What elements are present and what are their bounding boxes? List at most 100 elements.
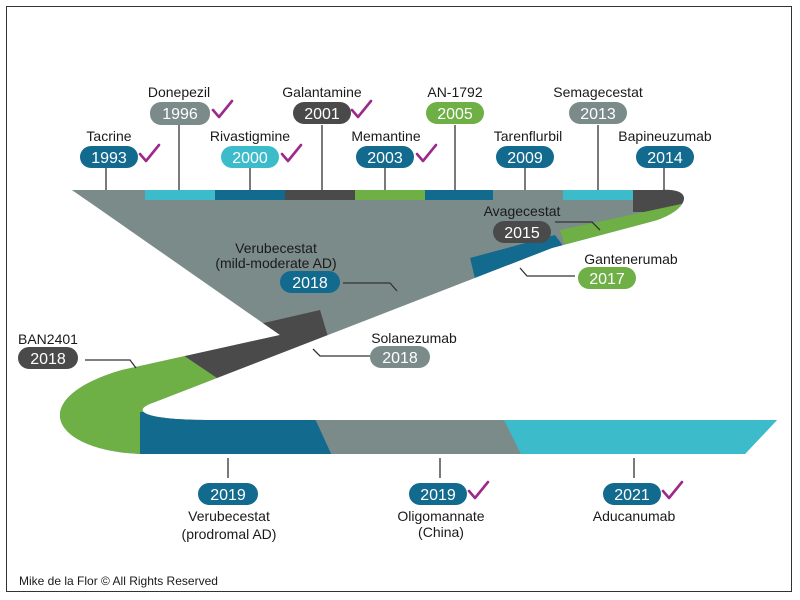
check-icon	[415, 143, 438, 163]
drug-name: Memantine	[351, 128, 420, 144]
leader-line	[519, 267, 575, 277]
drug-name: Aducanumab	[593, 508, 676, 524]
drug-note: (prodromal AD)	[182, 526, 277, 542]
year-badge	[493, 221, 551, 243]
milestone-gantenerumab: Gantenerumab 2017	[578, 251, 678, 289]
milestone-memantine: Memantine 2003	[351, 128, 438, 168]
copyright-credit: Mike de la Flor © All Rights Reserved	[19, 574, 218, 588]
year-badge	[426, 102, 484, 124]
milestone-verubecestat-mm: Verubecestat (mild-moderate AD) 2018	[215, 240, 340, 293]
figure-frame	[6, 6, 792, 592]
year-badge	[293, 102, 351, 124]
ribbon-seg	[140, 412, 335, 454]
year-label: 2000	[232, 150, 268, 167]
year-badge	[569, 102, 627, 124]
check-icon	[138, 143, 161, 163]
drug-name: Bapineuzumab	[618, 128, 712, 144]
year-label: 2009	[507, 150, 543, 167]
year-label: 2017	[589, 271, 625, 288]
milestone-ban2401: BAN2401 2018	[18, 331, 78, 369]
year-label: 2015	[504, 225, 540, 242]
year-label: 2005	[437, 106, 473, 123]
drug-name: Oligomannate	[397, 508, 484, 524]
year-badge	[370, 346, 430, 368]
year-label: 1993	[91, 150, 127, 167]
drug-name: Semagecestat	[553, 84, 643, 100]
year-label: 2021	[614, 487, 650, 504]
year-label: 1996	[162, 106, 198, 123]
milestone-oligomannate: 2019 Oligomannate (China)	[397, 480, 490, 540]
drug-name: Donepezil	[148, 84, 210, 100]
year-badge	[150, 102, 210, 125]
year-badge	[18, 347, 78, 369]
milestone-tarenflurbil: Tarenflurbil 2009	[494, 128, 562, 168]
year-badge	[636, 146, 694, 168]
ribbon-seg	[60, 189, 145, 200]
drug-name: BAN2401	[18, 331, 78, 347]
leader-lines	[85, 125, 665, 478]
ribbon-seg	[312, 412, 525, 454]
ribbon-seg	[355, 189, 425, 200]
milestone-an1792: AN-1792 2005	[426, 84, 484, 124]
year-badge	[198, 483, 258, 505]
milestone-aducanumab: 2021 Aducanumab	[593, 480, 684, 524]
ribbon-base	[59, 189, 778, 454]
ribbon-seg	[59, 412, 140, 454]
milestone-tacrine: Tacrine 1993	[80, 128, 161, 168]
leader-line	[312, 348, 370, 357]
check-icon	[350, 99, 373, 119]
year-label: 2003	[367, 150, 403, 167]
check-icon	[661, 480, 684, 500]
ribbon-seg	[493, 189, 563, 200]
check-icon	[211, 99, 234, 119]
ribbon-seg	[500, 412, 778, 454]
year-badge	[356, 146, 414, 168]
year-badge	[603, 483, 661, 505]
timeline-ribbon	[59, 189, 778, 454]
year-label: 2013	[580, 106, 616, 123]
drug-name: Verubecestat	[188, 508, 270, 524]
ribbon-seg	[145, 189, 215, 200]
year-label: 2019	[210, 487, 246, 504]
drug-note: (China)	[418, 524, 464, 540]
drug-name: Rivastigmine	[210, 128, 290, 144]
drug-name: AN-1792	[427, 84, 482, 100]
check-icon	[280, 143, 303, 163]
milestone-donepezil: Donepezil 1996	[148, 84, 234, 125]
year-label: 2018	[30, 351, 66, 368]
year-badge	[578, 267, 636, 289]
year-label: 2019	[420, 487, 456, 504]
drug-name: Gantenerumab	[584, 251, 678, 267]
milestone-bapineuzumab: Bapineuzumab 2014	[618, 128, 712, 168]
drug-name: Verubecestat	[235, 240, 317, 256]
year-badge	[496, 146, 554, 168]
ribbon-seg	[215, 189, 285, 200]
milestone-semagacestat: Semagecestat 2013	[553, 84, 643, 124]
drug-name: Galantamine	[282, 84, 362, 100]
ribbon-seg	[563, 189, 633, 200]
year-label: 2014	[647, 150, 683, 167]
drug-note: (mild-moderate AD)	[215, 255, 336, 271]
milestone-avagacestat: Avagecestat 2015	[484, 203, 561, 243]
milestone-verubecestat-pro: 2019 Verubecestat (prodromal AD)	[182, 483, 277, 542]
year-badge	[280, 271, 340, 293]
year-badge	[80, 146, 138, 168]
year-badge	[409, 483, 467, 505]
year-label: 2018	[292, 275, 328, 292]
milestone-galantamine: Galantamine 2001	[282, 84, 373, 124]
year-badge	[221, 146, 279, 168]
ribbon-seg	[285, 189, 355, 200]
drug-name: Tacrine	[86, 128, 131, 144]
leader-line	[555, 221, 601, 231]
leader-line	[343, 282, 398, 292]
drug-name: Solanezumab	[371, 330, 457, 346]
year-label: 2001	[304, 106, 340, 123]
year-label: 2018	[382, 350, 418, 367]
leader-line	[85, 359, 137, 369]
drug-name: Tarenflurbil	[494, 128, 562, 144]
drug-name: Avagecestat	[484, 203, 561, 219]
milestone-rivastigmine: Rivastigmine 2000	[210, 128, 303, 168]
check-icon	[467, 480, 490, 500]
milestone-solanezumab: Solanezumab 2018	[370, 330, 457, 368]
